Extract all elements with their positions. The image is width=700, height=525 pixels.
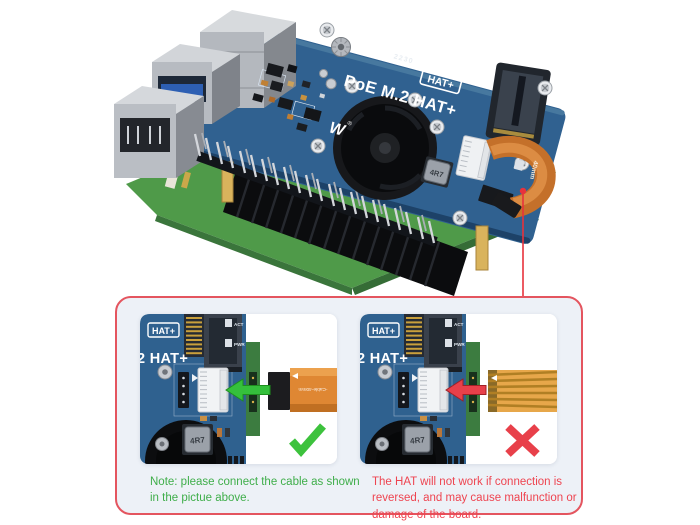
orientation-marker (192, 374, 198, 382)
inductor-label: 4R7 (429, 167, 445, 179)
svg-text:PWR: PWR (234, 342, 245, 347)
ffc-cable-reversed (487, 370, 557, 412)
waveshare-logo: W ® (327, 119, 353, 140)
status-leds: ACT PWR (225, 319, 245, 347)
m2-socket-closeup (184, 314, 242, 372)
screw (157, 364, 173, 380)
ffc-connector-closeup (417, 367, 449, 413)
heatsink (223, 168, 468, 296)
smd-components (252, 62, 337, 132)
inductor-closeup: 4R7 (402, 424, 433, 455)
inductor: 4R7 (420, 156, 454, 188)
pointer-line (519, 187, 527, 300)
cross-icon (505, 424, 540, 457)
connection-arrow (445, 378, 487, 402)
ffc-connector (455, 135, 493, 181)
svg-text:W: W (327, 119, 348, 140)
m2-slot (485, 62, 551, 146)
caption-correct: Note: please connect the cable as shown … (150, 476, 360, 505)
svg-text:ACT: ACT (454, 322, 464, 327)
ffc-cable-correct: -Cable-40mm (268, 368, 337, 412)
orientation-marker (412, 374, 418, 382)
correct-connection-image: HAT+ 2 HAT+ ACT PWR (140, 314, 337, 464)
gpio-pins (193, 132, 438, 247)
caption-incorrect: The HAT will not work if connection is r… (372, 476, 577, 521)
cooling-fan (333, 96, 437, 200)
svg-text:HAT+: HAT+ (372, 326, 395, 336)
hat-plus-badge: HAT+ (147, 322, 180, 338)
cable-length-label: 40mm (528, 160, 539, 180)
potentiometer (331, 37, 351, 57)
status-leds: ACT PWR (445, 319, 465, 347)
m2-size-label: 2230 (393, 53, 414, 65)
check-icon (289, 423, 327, 458)
hat-plus-badge: HAT+ (367, 322, 400, 338)
hat-plus-badge: HAT+ (419, 68, 463, 95)
inductor-closeup: 4R7 (182, 424, 213, 455)
resistor-array (398, 372, 409, 408)
svg-text:HAT+: HAT+ (152, 326, 175, 336)
resistor-array (178, 372, 189, 408)
ffc-cable: 40mm (486, 135, 556, 219)
board-text: 2 HAT+ (360, 351, 408, 367)
screw (377, 364, 393, 380)
cable-label: -Cable-40mm (298, 386, 327, 392)
screw (155, 437, 169, 451)
ffc-connector-closeup (197, 367, 229, 413)
screw (375, 437, 389, 451)
board-text: 2 HAT+ (140, 351, 188, 367)
svg-text:PWR: PWR (454, 342, 465, 347)
svg-text:®: ® (346, 120, 353, 128)
usb2-port (114, 86, 204, 178)
svg-text:4R7: 4R7 (190, 435, 206, 446)
connection-note-panel: HAT+ 2 HAT+ ACT PWR (115, 296, 583, 521)
board-photo: 2230 HAT+ PoE M.2 HAT+ W ® 4R7 (114, 10, 566, 300)
svg-text:4R7: 4R7 (410, 435, 426, 446)
svg-text:ACT: ACT (234, 322, 244, 327)
connection-arrow (225, 378, 271, 402)
incorrect-connection-image: HAT+ 2 HAT+ ACT PWR (360, 314, 557, 464)
